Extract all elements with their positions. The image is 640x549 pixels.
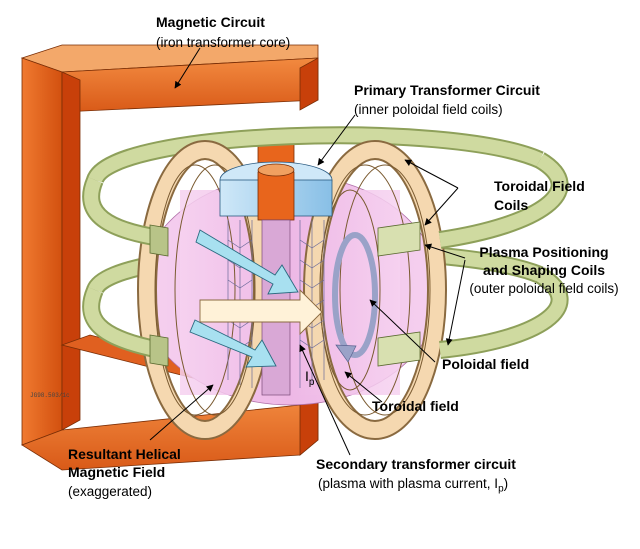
helical-field-arrows	[189, 229, 323, 368]
plasma-current-i: I	[305, 368, 309, 384]
primary-transformer-title: Primary Transformer Circuit	[354, 82, 540, 98]
central-solenoid	[219, 161, 333, 396]
plasma-positioning-line1: Plasma Positioning	[479, 244, 609, 260]
secondary-sub-subscript: p	[498, 483, 504, 495]
poloidal-field-loop	[332, 232, 378, 363]
secondary-transformer-subtitle: (plasma with plasma current, Ip)	[318, 475, 508, 498]
toroidal-field-label: Toroidal field	[372, 398, 459, 414]
plasma-current-p: p	[308, 376, 315, 388]
poloidal-field-label: Poloidal field	[442, 356, 530, 372]
resultant-helical-line1: Resultant Helical	[68, 446, 181, 462]
magnetic-circuit-title: Magnetic Circuit	[156, 14, 265, 30]
secondary-sub-prefix: (plasma with plasma current, I	[318, 476, 499, 491]
toroidal-field-coils-line2: Coils	[494, 197, 529, 213]
plasma-positioning-line2: and Shaping Coils	[482, 262, 606, 278]
front-toroidal-coils	[82, 152, 569, 367]
plasma-positioning-subtitle: (outer poloidal field coils)	[469, 281, 619, 296]
resultant-helical-subtitle: (exaggerated)	[68, 484, 153, 499]
secondary-transformer-title: Secondary transformer circuit	[316, 456, 516, 472]
leader-lines	[149, 47, 466, 456]
toroidal-field-coils-line1: Toroidal Field	[494, 178, 585, 194]
resultant-helical-line2: Magnetic Field	[68, 464, 166, 480]
plasma-current-symbol: Ip	[305, 368, 314, 388]
magnetic-circuit-subtitle: (iron transformer core)	[156, 35, 291, 50]
primary-transformer-subtitle: (inner poloidal field coils)	[354, 102, 503, 117]
secondary-sub-suffix: )	[503, 476, 509, 491]
figure-code: JG98.503/1c	[30, 392, 70, 399]
